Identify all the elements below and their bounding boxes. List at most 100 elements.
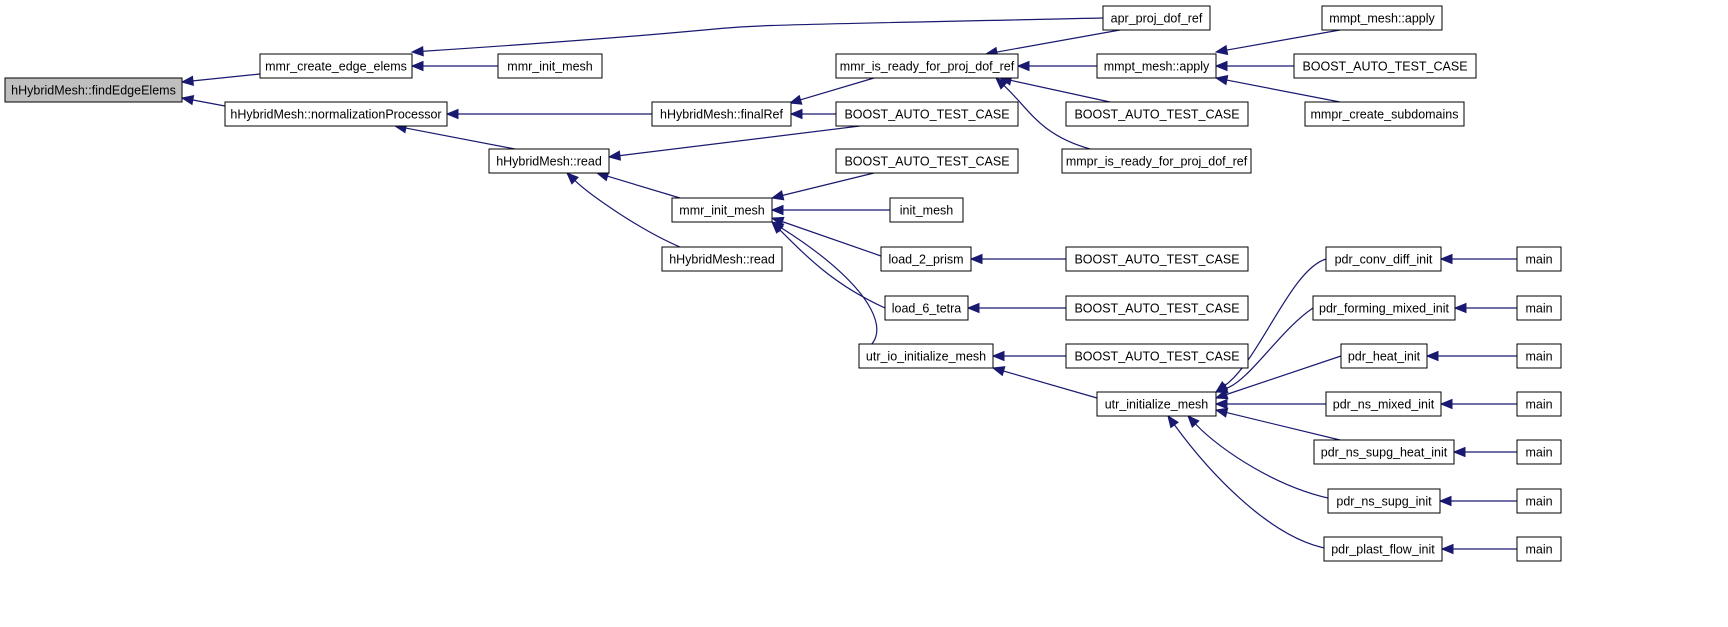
arrowhead-icon: [1214, 389, 1229, 400]
node-box: [1065, 343, 1249, 369]
node-mmr-init-mesh[interactable]: mmr_init_mesh: [497, 53, 603, 79]
edge-line: [422, 17, 1104, 52]
node-pdr-ns-mixed-init[interactable]: pdr_ns_mixed_init: [1325, 391, 1442, 417]
edge-load-2-prism-to-mmr-init-mesh: [770, 216, 882, 257]
node-mmr-create-edge-elems[interactable]: mmr_create_edge_elems: [259, 53, 413, 79]
node-mmr-is-ready-for-proj-dof-ref[interactable]: mmr_is_ready_for_proj_dof_ref: [835, 53, 1019, 79]
nodes-layer: hHybridMesh::findEdgeElems mmr_create_edg…: [4, 5, 1562, 562]
node-box: [1325, 246, 1442, 272]
edge-line: [607, 175, 681, 199]
node-pdr-ns-supg-heat-init[interactable]: pdr_ns_supg_heat_init: [1313, 439, 1455, 465]
node-box: [880, 246, 972, 272]
edge-pdr-ns-supg-init-to-utr-initialize-mesh: [1187, 415, 1339, 501]
arrowhead-icon: [1214, 407, 1229, 418]
arrowhead-icon: [1016, 60, 1030, 72]
edges-layer: [180, 17, 1517, 555]
node-label: BOOST_AUTO_TEST_CASE: [1074, 302, 1239, 316]
arrowhead-icon: [1214, 60, 1228, 72]
arrowhead-icon: [1214, 398, 1228, 410]
node-load-6-tetra[interactable]: load_6_tetra: [884, 295, 969, 321]
node-pdr-forming-mixed-init[interactable]: pdr_forming_mixed_init: [1312, 295, 1456, 321]
node-boost-auto-test-case[interactable]: BOOST_AUTO_TEST_CASE: [835, 148, 1019, 174]
node-mmpr-create-subdomains[interactable]: mmpr_create_subdomains: [1304, 101, 1465, 127]
node-main[interactable]: main: [1516, 391, 1562, 417]
node-label: hHybridMesh::findEdgeElems: [11, 84, 176, 98]
node-main[interactable]: main: [1516, 343, 1562, 369]
node-hhybridmesh-finalref[interactable]: hHybridMesh::finalRef: [651, 101, 792, 127]
node-box: [224, 101, 448, 127]
node-hhybridmesh-read[interactable]: hHybridMesh::read: [488, 148, 610, 174]
edge-main-to-pdr-forming-mixed-init: [1453, 302, 1517, 314]
node-apr-proj-dof-ref[interactable]: apr_proj_dof_ref: [1102, 5, 1211, 31]
node-init-mesh[interactable]: init_mesh: [889, 197, 964, 223]
node-label: load_2_prism: [888, 253, 963, 267]
node-box: [1516, 488, 1562, 514]
node-boost-auto-test-case[interactable]: BOOST_AUTO_TEST_CASE: [1293, 53, 1477, 79]
node-box: [835, 53, 1019, 79]
node-main[interactable]: main: [1516, 295, 1562, 321]
node-boost-auto-test-case[interactable]: BOOST_AUTO_TEST_CASE: [1065, 343, 1249, 369]
node-pdr-conv-diff-init[interactable]: pdr_conv_diff_init: [1325, 246, 1442, 272]
node-label: main: [1525, 543, 1552, 557]
node-box: [1340, 343, 1428, 369]
node-box: [651, 101, 792, 127]
node-boost-auto-test-case[interactable]: BOOST_AUTO_TEST_CASE: [1065, 101, 1249, 127]
node-mmpr-is-ready-for-proj-dof-ref[interactable]: mmpr_is_ready_for_proj_dof_ref: [1061, 148, 1252, 174]
node-hhybridmesh-findedgeelems[interactable]: hHybridMesh::findEdgeElems: [4, 77, 183, 103]
edge-mmr-init-mesh-to-hhybridmesh-read: [595, 171, 681, 199]
node-main[interactable]: main: [1516, 488, 1562, 514]
edge-boost-auto-test-case-to-mmr-init-mesh: [770, 172, 875, 201]
edge-utr-initialize-mesh-to-utr-io-initialize-mesh: [991, 366, 1098, 399]
arrowhead-icon: [607, 150, 622, 161]
node-label: pdr_heat_init: [1348, 350, 1421, 364]
edge-hhybridmesh-finalref-to-hhybridmesh-normalizationprocessor: [445, 108, 652, 120]
node-box: [1096, 391, 1217, 417]
node-label: mmr_init_mesh: [679, 204, 764, 218]
node-boost-auto-test-case[interactable]: BOOST_AUTO_TEST_CASE: [1065, 295, 1249, 321]
node-hhybridmesh-read[interactable]: hHybridMesh::read: [661, 246, 783, 272]
arrowhead-icon: [789, 108, 803, 120]
node-box: [1516, 295, 1562, 321]
node-box: [1293, 53, 1477, 79]
node-box: [259, 53, 413, 79]
edge-line: [574, 180, 681, 248]
node-label: main: [1525, 398, 1552, 412]
node-label: main: [1525, 350, 1552, 364]
edge-hhybridmesh-normalizationprocessor-to-hhybridmesh-findedgeelems: [180, 94, 226, 107]
node-box: [1065, 295, 1249, 321]
node-label: hHybridMesh::finalRef: [660, 108, 783, 122]
edge-boost-auto-test-case-to-mmpt-mesh-apply: [1214, 60, 1294, 72]
arrowhead-icon: [1438, 495, 1452, 507]
edge-line: [1226, 412, 1341, 441]
edge-apr-proj-dof-ref-to-mmr-create-edge-elems: [410, 17, 1104, 57]
node-load-2-prism[interactable]: load_2_prism: [880, 246, 972, 272]
node-label: hHybridMesh::normalizationProcessor: [230, 108, 441, 122]
edge-pdr-conv-diff-init-to-utr-initialize-mesh: [1214, 258, 1327, 393]
node-utr-initialize-mesh[interactable]: utr_initialize_mesh: [1096, 391, 1217, 417]
arrowhead-icon: [966, 302, 980, 314]
edge-main-to-pdr-conv-diff-init: [1439, 253, 1517, 265]
node-mmpt-mesh-apply[interactable]: mmpt_mesh::apply: [1096, 53, 1217, 79]
edge-line: [619, 125, 861, 157]
node-mmpt-mesh-apply[interactable]: mmpt_mesh::apply: [1321, 5, 1443, 31]
node-mmr-init-mesh[interactable]: mmr_init_mesh: [671, 197, 773, 223]
node-main[interactable]: main: [1516, 246, 1562, 272]
node-label: pdr_forming_mixed_init: [1319, 302, 1449, 316]
node-label: main: [1525, 446, 1552, 460]
node-hhybridmesh-normalizationprocessor[interactable]: hHybridMesh::normalizationProcessor: [224, 101, 448, 127]
node-label: utr_io_initialize_mesh: [866, 350, 986, 364]
node-boost-auto-test-case[interactable]: BOOST_AUTO_TEST_CASE: [835, 101, 1019, 127]
node-pdr-heat-init[interactable]: pdr_heat_init: [1340, 343, 1428, 369]
node-box: [1065, 101, 1249, 127]
node-utr-io-initialize-mesh[interactable]: utr_io_initialize_mesh: [858, 343, 994, 369]
node-boost-auto-test-case[interactable]: BOOST_AUTO_TEST_CASE: [1065, 246, 1249, 272]
arrowhead-icon: [788, 94, 803, 105]
edge-load-6-tetra-to-mmr-init-mesh: [771, 221, 886, 309]
arrowhead-icon: [1452, 446, 1466, 458]
node-pdr-ns-supg-init[interactable]: pdr_ns_supg_init: [1327, 488, 1441, 514]
node-main[interactable]: main: [1516, 536, 1562, 562]
node-box: [1312, 295, 1456, 321]
node-main[interactable]: main: [1516, 439, 1562, 465]
node-pdr-plast-flow-init[interactable]: pdr_plast_flow_init: [1323, 536, 1443, 562]
node-label: mmr_is_ready_for_proj_dof_ref: [840, 60, 1015, 74]
